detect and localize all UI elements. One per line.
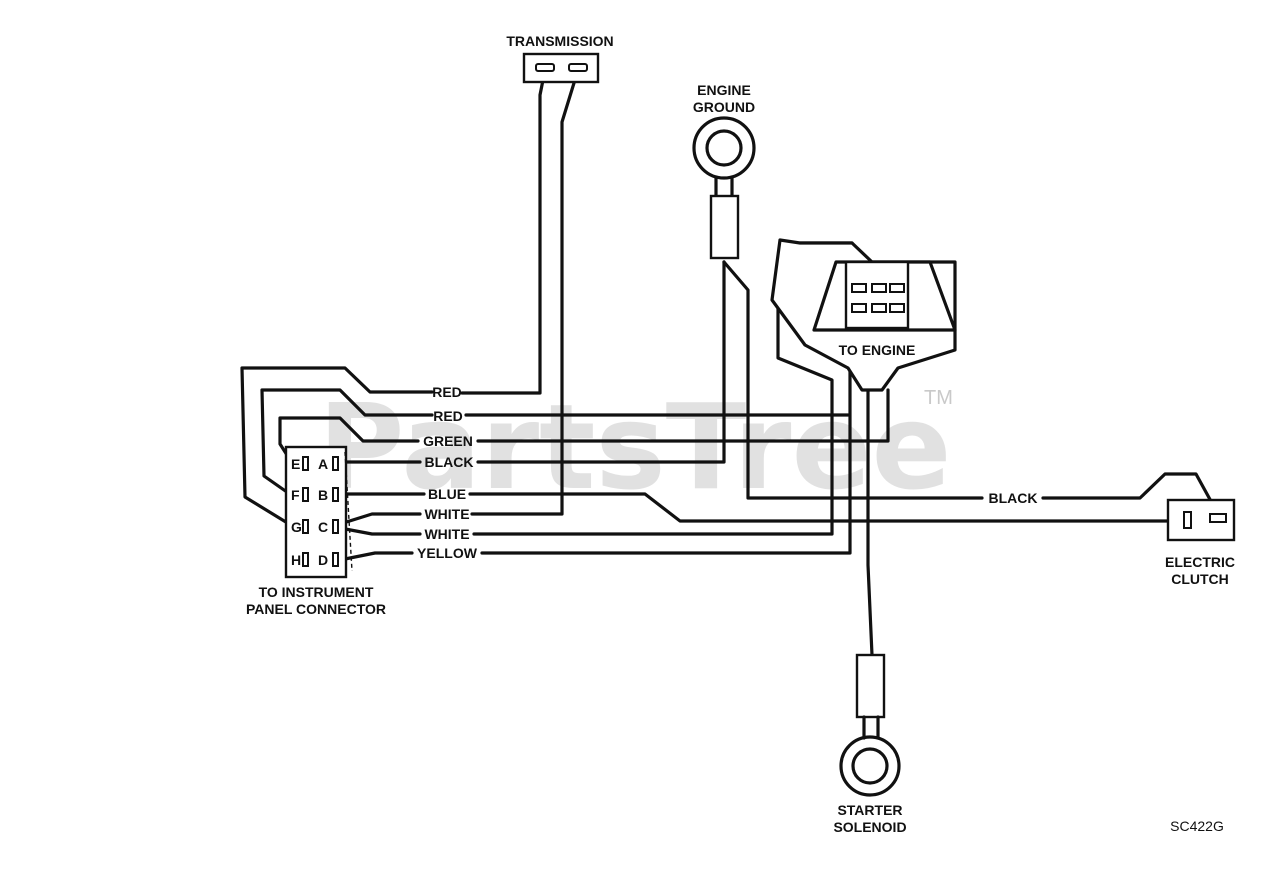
engine-ground-label-line1: ENGINE — [697, 82, 751, 98]
label-white-1: WHITE — [424, 506, 469, 522]
starter-solenoid-label-line1: STARTER — [837, 802, 902, 818]
electric-clutch-label-line1: ELECTRIC — [1165, 554, 1235, 570]
wires — [240, 68, 1220, 657]
to-engine-connector: TO ENGINE — [770, 238, 957, 392]
pin-e: E — [291, 456, 300, 472]
transmission-label: TRANSMISSION — [506, 33, 613, 49]
wire-red-1 — [240, 366, 434, 529]
pin-a: A — [318, 456, 328, 472]
label-red-2: RED — [433, 408, 463, 424]
label-black-clutch: BLACK — [989, 490, 1038, 506]
pin-h: H — [291, 552, 301, 568]
wire-labels: RED RED GREEN BLACK BLUE WHITE WHITE YEL… — [417, 384, 1037, 561]
watermark-tm: TM — [924, 387, 953, 409]
label-yellow: YELLOW — [417, 545, 478, 561]
starter-solenoid-label-line2: SOLENOID — [833, 819, 906, 835]
pin-f: F — [291, 487, 300, 503]
wire-white-1 — [338, 512, 422, 526]
instrument-panel-label-line1: TO INSTRUMENT — [259, 584, 374, 600]
pin-d: D — [318, 552, 328, 568]
engine-ground-terminal: ENGINE GROUND — [692, 82, 756, 260]
instrument-panel-connector: E F G H A B C D TO INSTRUMENT PANEL CONN… — [246, 445, 386, 617]
wire-green — [278, 388, 890, 468]
wire-red-2 — [260, 388, 850, 499]
pin-g: G — [291, 519, 302, 535]
wire-black-clutch — [722, 260, 1220, 516]
label-white-2: WHITE — [424, 526, 469, 542]
electric-clutch-connector: ELECTRIC CLUTCH — [1165, 498, 1236, 587]
pin-c: C — [318, 519, 328, 535]
drawing-code: SC422G — [1170, 818, 1224, 834]
wire-blue — [340, 492, 1185, 523]
starter-solenoid-terminal: STARTER SOLENOID — [833, 653, 907, 835]
label-red-1: RED — [432, 384, 462, 400]
instrument-panel-label-line2: PANEL CONNECTOR — [246, 601, 386, 617]
transmission-connector: TRANSMISSION — [506, 33, 614, 84]
label-green: GREEN — [423, 433, 473, 449]
label-black-panel: BLACK — [425, 454, 474, 470]
transmission-wire-right — [470, 68, 580, 516]
pin-b: B — [318, 487, 328, 503]
electric-clutch-label-line2: CLUTCH — [1171, 571, 1229, 587]
label-blue: BLUE — [428, 486, 466, 502]
transmission-wire-left — [460, 68, 547, 395]
wire-engine-to-solenoid — [866, 368, 874, 657]
engine-ground-label-line2: GROUND — [693, 99, 755, 115]
to-engine-label: TO ENGINE — [839, 342, 916, 358]
wire-black-panel — [340, 260, 726, 464]
